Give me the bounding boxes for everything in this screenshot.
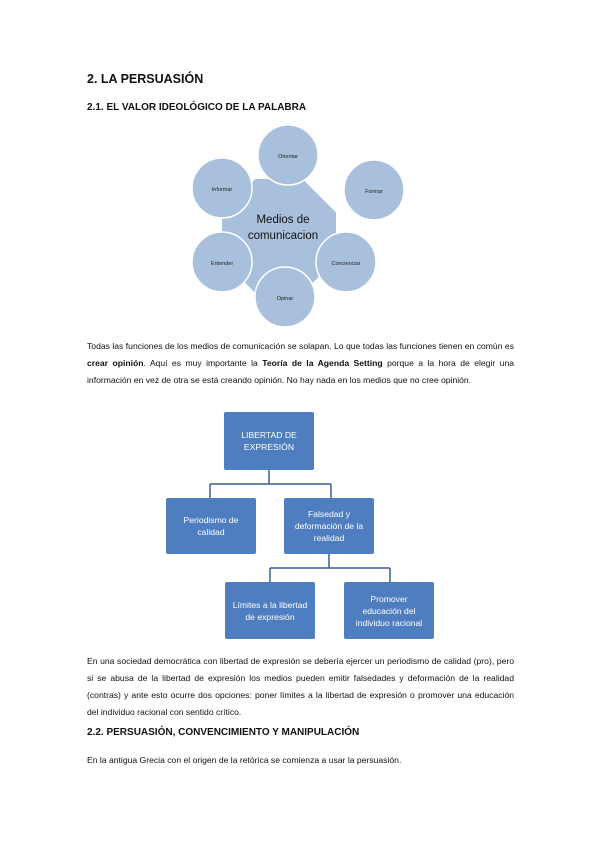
tree-connector-child <box>269 554 391 582</box>
node-informar <box>191 157 253 219</box>
tree-right-right-box: Promover educación del individuo raciona… <box>344 582 434 639</box>
node-informar-label: Informar <box>212 187 233 193</box>
section-title: 2. LA PERSUASIÓN <box>87 72 204 86</box>
node-orientar <box>257 124 319 186</box>
tree-right-left-box: Límites a la libertad de expresión <box>225 582 315 639</box>
bold-crear-opinion: crear opinión <box>87 358 144 368</box>
node-opinar <box>254 266 316 328</box>
node-formar-label: Formar <box>365 189 383 195</box>
node-formar <box>343 159 405 221</box>
center-label-line1: Medios de <box>256 214 309 226</box>
node-opinar-label: Opinar <box>277 296 294 302</box>
node-concienciar-label: Concienciar <box>331 261 360 267</box>
tree-right-box: Falsedad y deformación de la realidad <box>284 498 374 554</box>
node-orientar-label: Orientar <box>278 154 298 160</box>
tree-left-box: Periodismo de calidad <box>166 498 256 554</box>
paragraph-functions: Todas las funciones de los medios de com… <box>87 341 515 385</box>
paragraph-libertad: En una sociedad democrática con libertad… <box>87 656 514 717</box>
subsection-title-2: 2.2. PERSUASIÓN, CONVENCIMIENTO Y MANIPU… <box>87 727 360 738</box>
center-label-line2: comunicacion <box>248 230 318 242</box>
tree-root-box: LIBERTAD DE EXPRESIÓN <box>224 412 314 470</box>
node-concienciar <box>315 231 377 293</box>
subsection-title-1: 2.1. EL VALOR IDEOLÓGICO DE LA PALABRA <box>87 102 307 113</box>
tree-connector-root <box>209 470 332 498</box>
node-entender-label: Entender <box>211 261 233 267</box>
bold-agenda-setting: Teoría de la Agenda Setting <box>262 358 383 368</box>
paragraph-grecia: En la antigua Grecia con el origen de la… <box>87 755 402 765</box>
node-entender <box>191 231 253 293</box>
